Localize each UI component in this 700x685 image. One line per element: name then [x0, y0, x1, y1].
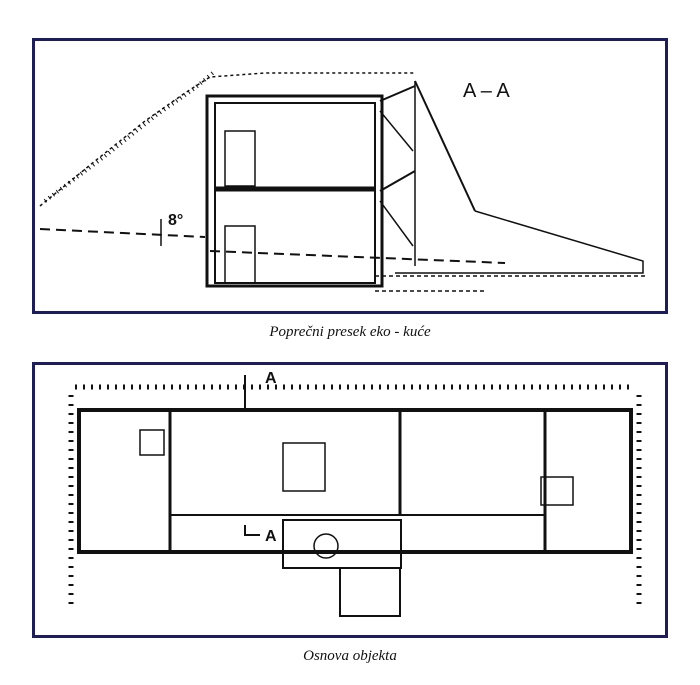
stair-left — [139, 429, 165, 456]
stair-center — [282, 442, 326, 492]
cut-marker-bottom: A — [265, 528, 277, 545]
earth-berm-texture — [43, 69, 217, 203]
lower-door — [224, 225, 256, 284]
cut-marker-top: A — [265, 370, 277, 387]
entry-stair — [339, 567, 401, 617]
upper-door — [224, 130, 256, 187]
angle-label: 8° — [168, 212, 183, 229]
floor-plan-panel: A A — [32, 362, 668, 638]
sun-angle-line — [39, 228, 506, 264]
round-table — [313, 533, 339, 559]
terrace-outline — [395, 210, 644, 274]
section-caption: Poprečni presek eko - kuće — [269, 324, 431, 340]
house-inner-wall — [214, 102, 376, 284]
plan-outer-wall — [77, 408, 633, 554]
stair-right — [540, 476, 574, 506]
floor-plan-drawing: A A — [68, 370, 642, 617]
plan-caption: Osnova objekta — [303, 648, 397, 664]
cut-marker-bottom-line — [244, 525, 260, 536]
roof-edge — [379, 85, 416, 102]
overhang-lines — [379, 110, 414, 247]
cut-marker-top-line — [244, 375, 260, 411]
cross-section-panel: A – A 8° — [32, 38, 668, 314]
section-label: A – A — [463, 80, 510, 102]
cross-section-drawing: A – A 8° — [39, 69, 645, 292]
entry-block — [282, 519, 402, 569]
mid-edge — [379, 170, 416, 192]
glazing-slope — [414, 80, 476, 212]
